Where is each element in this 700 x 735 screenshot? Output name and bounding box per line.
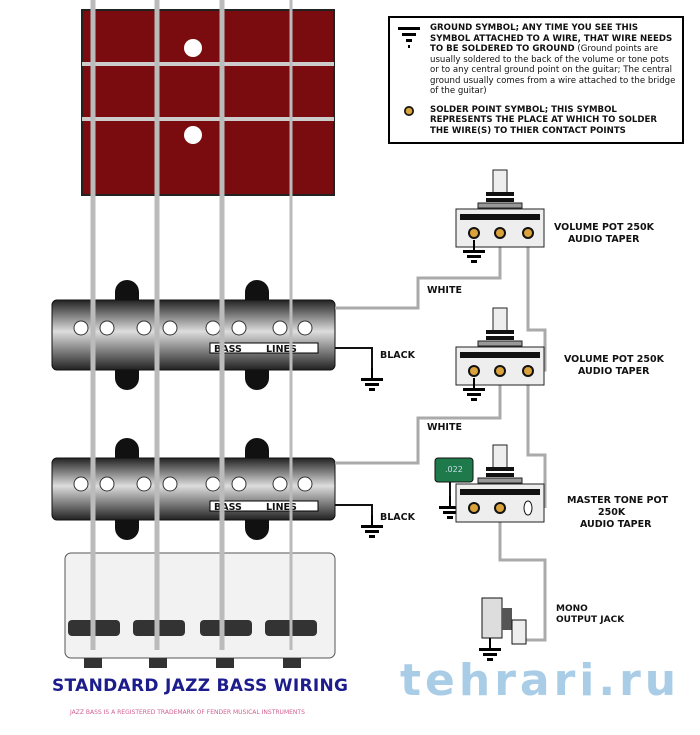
watermark: tehrari.ru bbox=[400, 655, 681, 706]
pot-label: VOLUME POT 250K bbox=[554, 222, 655, 233]
strings bbox=[90, 0, 293, 650]
capacitor-value: .022 bbox=[445, 465, 463, 474]
solder-point-icon bbox=[404, 105, 414, 116]
ground-symbol-description: GROUND SYMBOL; ANY TIME YOU SEE THIS SYM… bbox=[430, 23, 673, 54]
legend-box: GROUND SYMBOL; ANY TIME YOU SEE THIS SYM… bbox=[388, 16, 684, 144]
tone-pot bbox=[455, 444, 545, 523]
pot-label: MASTER TONE POT bbox=[567, 495, 669, 506]
pot-label: AUDIO TAPER bbox=[578, 366, 650, 377]
neck-pickup bbox=[51, 280, 336, 390]
pickup-brand: BASS bbox=[214, 344, 242, 355]
wire-label-black: BLACK bbox=[380, 512, 416, 523]
pot-label: AUDIO TAPER bbox=[580, 519, 652, 530]
bridge bbox=[64, 552, 336, 668]
pickup-brand: LINES bbox=[266, 344, 297, 355]
pot-label: 250K bbox=[598, 507, 626, 518]
solder-point-description: SOLDER POINT SYMBOL; THIS SYMBOL REPRESE… bbox=[430, 104, 658, 136]
jack-label-line: MONO bbox=[556, 604, 588, 614]
diagram-title: STANDARD JAZZ BASS WIRING bbox=[52, 676, 349, 696]
fretboard bbox=[81, 9, 335, 196]
legend-solder-entry: SOLDER POINT SYMBOL; THIS SYMBOL REPRESE… bbox=[404, 104, 676, 137]
ground-symbol-note: (Ground points are usually soldered to t… bbox=[430, 44, 676, 96]
capacitor bbox=[434, 457, 474, 483]
bridge-pickup bbox=[51, 438, 336, 540]
wire-label-black: BLACK bbox=[380, 350, 416, 361]
jack-label-line: OUTPUT JACK bbox=[556, 615, 625, 625]
legend-ground-entry: GROUND SYMBOL; ANY TIME YOU SEE THIS SYM… bbox=[398, 23, 676, 97]
wire-label-white: WHITE bbox=[427, 285, 462, 296]
trademark-note: JAZZ BASS IS A REGISTERED TRADEMARK OF F… bbox=[70, 709, 305, 716]
output-jack bbox=[478, 597, 527, 662]
pickup-brand: LINES bbox=[266, 502, 297, 513]
pickup-brand: BASS bbox=[214, 502, 242, 513]
jack-label: MONO OUTPUT JACK bbox=[556, 604, 624, 626]
wire-label-white: WHITE bbox=[427, 422, 462, 433]
ground-icon bbox=[398, 27, 420, 48]
pot-label: AUDIO TAPER bbox=[568, 234, 640, 245]
pot-label: VOLUME POT 250K bbox=[564, 354, 665, 365]
